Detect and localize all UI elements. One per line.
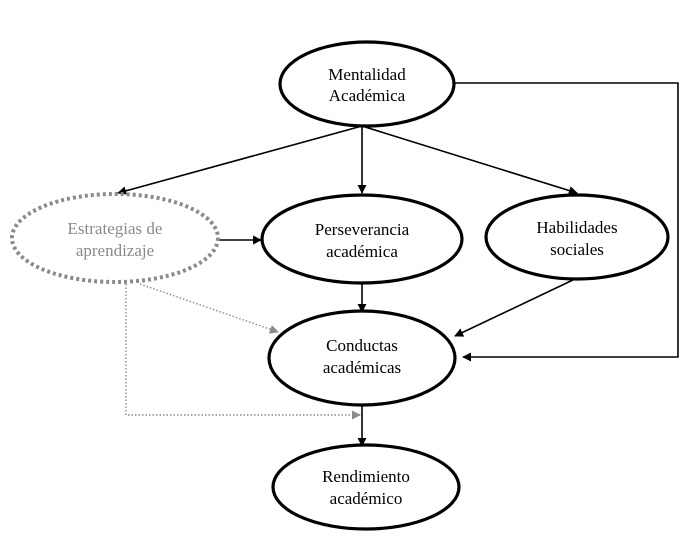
node-label-line1: Estrategias de <box>68 219 163 238</box>
node-label-line1: Mentalidad <box>328 65 406 84</box>
node-habilidades-sociales: Habilidades sociales <box>484 193 670 281</box>
edge-mentalidad-estrategias <box>117 125 363 196</box>
node-label-line2: académico <box>330 489 403 508</box>
node-label-line1: Perseverancia <box>315 220 410 239</box>
node-conductas-academicas: Conductas académicas <box>267 309 457 407</box>
node-label-line1: Rendimiento <box>322 467 410 486</box>
node-estrategias-aprendizaje: Estrategias de aprendizaje <box>10 192 220 284</box>
edge-estrategias-rendimiento-dotted <box>125 284 361 420</box>
edge-habilidades-conductas <box>454 278 576 337</box>
edge-estrategias-conductas-dotted <box>139 283 279 334</box>
node-label-line2: aprendizaje <box>76 241 154 260</box>
node-label-line2: académicas <box>323 358 401 377</box>
edge-mentalidad-conductas <box>455 82 679 362</box>
node-rendimiento-academico: Rendimiento académico <box>271 443 461 531</box>
node-perseverancia-academica: Perseverancia académica <box>260 193 464 285</box>
node-label-line2: Académica <box>329 86 406 105</box>
node-label-line2: sociales <box>550 240 604 259</box>
edge-mentalidad-habilidades <box>361 125 578 195</box>
node-label-line1: Conductas <box>326 336 398 355</box>
node-label-line2: académica <box>326 242 398 261</box>
node-label-line1: Habilidades <box>536 218 617 237</box>
node-mentalidad-academica: Mentalidad Académica <box>278 40 456 128</box>
